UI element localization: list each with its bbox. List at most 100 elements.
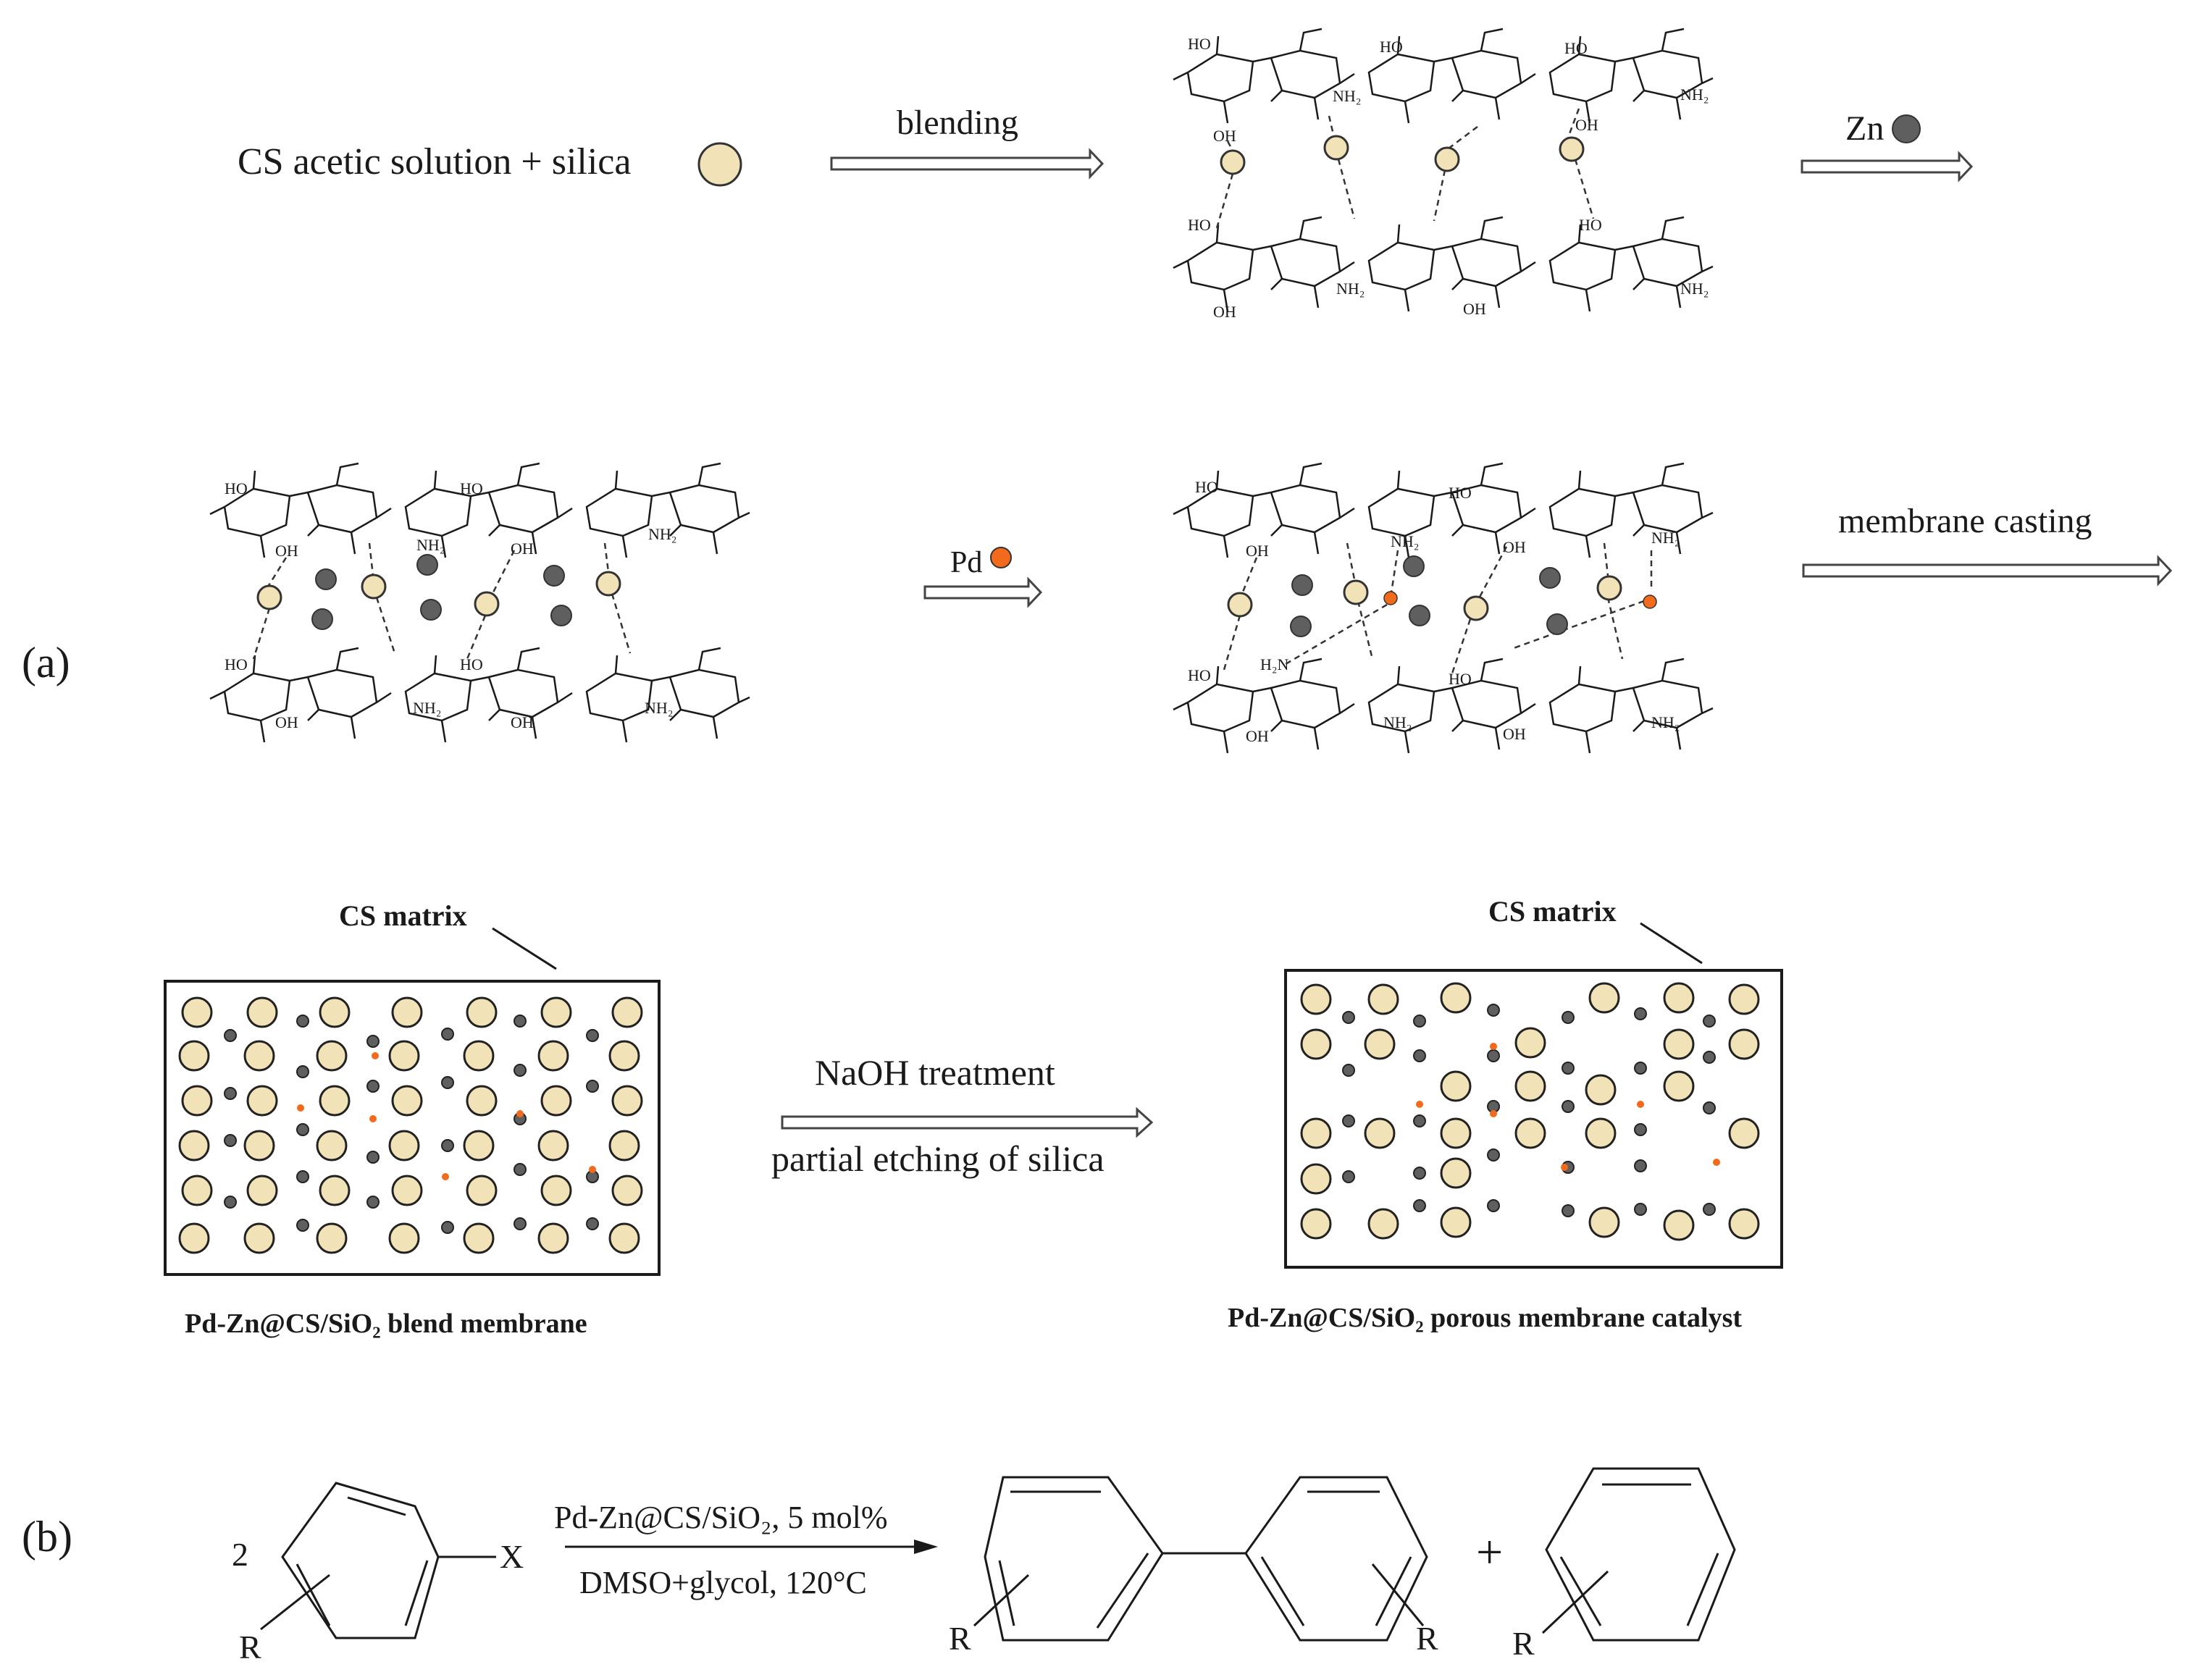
silica-particle [466, 1175, 498, 1206]
silica-particle [316, 1130, 348, 1162]
silica-particle-legend [697, 142, 742, 187]
palladium-particle [1490, 1043, 1497, 1050]
silica-particle [243, 1130, 275, 1162]
reaction-arrow [565, 1540, 938, 1554]
zinc-particle [1413, 1015, 1426, 1028]
palladium-particle [1713, 1159, 1720, 1166]
label-nh2: NH₂ [416, 536, 445, 554]
palladium-particle [1416, 1101, 1423, 1108]
biphenyl-product [973, 1476, 1428, 1642]
zinc-particle [1703, 1051, 1716, 1064]
zinc-particle [366, 1196, 380, 1209]
silica-particle [246, 1175, 278, 1206]
substituent-r-product-right: R [1416, 1620, 1438, 1657]
silica-particle [611, 996, 643, 1028]
substituent-r-product-left: R [949, 1620, 971, 1657]
label-oh: OH [1213, 127, 1236, 145]
silica-particle [1588, 1206, 1620, 1238]
label-nh2: NH₂ [1383, 713, 1412, 731]
zinc-particle [1342, 1170, 1355, 1183]
label-ho: HO [1380, 38, 1403, 56]
zinc-particle [1487, 1148, 1500, 1162]
zinc-particle [514, 1217, 527, 1230]
silica-particle [608, 1130, 640, 1162]
partial-etching-label: partial etching of silica [771, 1138, 1105, 1179]
label-oh: OH [1246, 542, 1269, 560]
silica-particle [537, 1222, 569, 1254]
silica-particle [1300, 1028, 1332, 1060]
zinc-particle [441, 1076, 454, 1089]
label-nh2: NH₂ [1651, 529, 1680, 547]
zinc-particle [296, 1065, 309, 1078]
zinc-particle [366, 1151, 380, 1164]
silica-particle [1364, 1028, 1396, 1060]
zinc-particle [1562, 1062, 1575, 1075]
zinc-particle [441, 1221, 454, 1234]
palladium-particle [1561, 1164, 1568, 1171]
arene-byproduct [1541, 1467, 1736, 1642]
zinc-particle [224, 1087, 237, 1100]
zinc-particle [1703, 1101, 1716, 1114]
panel-b-label: (b) [22, 1513, 72, 1561]
silica-particle [1367, 1208, 1399, 1240]
label-nh2: NH₂ [1336, 280, 1365, 298]
silica-particle [1440, 982, 1472, 1014]
zn-label: Zn [1845, 109, 1884, 148]
zinc-particle [441, 1028, 454, 1041]
label-ho: HO [225, 655, 248, 673]
label-oh: OH [1463, 300, 1486, 318]
zinc-particle [1634, 1123, 1647, 1136]
silica-particle [463, 1222, 495, 1254]
zinc-particle [224, 1196, 237, 1209]
zinc-particle [1562, 1011, 1575, 1024]
silica-particle [391, 1085, 423, 1117]
label-oh: OH [511, 713, 534, 731]
zinc-particle [586, 1029, 599, 1042]
zinc-particle [1487, 1049, 1500, 1062]
silica-particle [1514, 1027, 1546, 1059]
zinc-particle [1634, 1062, 1647, 1075]
silica-particle [181, 996, 213, 1028]
silica-particle [1440, 1206, 1472, 1238]
zinc-particle [1342, 1064, 1355, 1077]
palladium-particle [589, 1166, 596, 1173]
zinc-particle [586, 1217, 599, 1230]
label-ho: HO [1449, 484, 1472, 502]
silica-particle [391, 1175, 423, 1206]
zinc-particle [224, 1029, 237, 1042]
zinc-particle [1487, 1199, 1500, 1212]
zinc-particle [586, 1080, 599, 1093]
silica-particle [608, 1222, 640, 1254]
silica-particle [540, 1085, 572, 1117]
silica-particle [243, 1222, 275, 1254]
cs-matrix-pointer-right [1640, 922, 1703, 965]
zinc-particle [514, 1015, 527, 1028]
zinc-particle [1634, 1203, 1647, 1216]
silica-particle [319, 1085, 351, 1117]
pd-label: Pd [950, 546, 982, 579]
silica-particle [608, 1040, 640, 1072]
silica-particle [1300, 1208, 1332, 1240]
silica-particle [243, 1040, 275, 1072]
label-oh: OH [1246, 727, 1269, 745]
palladium-particle [516, 1110, 524, 1117]
chitosan-silica-zn-structure: HO HO OH OH NH₂ NH₂ HO HO OH OH NH₂ NH₂ [210, 463, 750, 742]
silica-particle [1514, 1070, 1546, 1102]
cs-matrix-pointer-left [492, 927, 557, 970]
silica-particle [611, 1085, 643, 1117]
silica-particle [391, 996, 423, 1028]
zinc-particle [296, 1219, 309, 1232]
silica-particle [316, 1040, 348, 1072]
panel-a-label: (a) [22, 639, 70, 686]
label-ho: HO [1564, 39, 1588, 57]
start-text: CS acetic solution + silica [238, 141, 631, 182]
zinc-particle [366, 1035, 380, 1048]
silica-particle [1440, 1157, 1472, 1189]
zinc-particle [296, 1170, 309, 1183]
pd-arrow [923, 576, 1043, 608]
porous-membrane-caption: Pd-Zn@CS/SiO₂ porous membrane catalyst [1228, 1303, 1742, 1333]
blend-membrane-caption: Pd-Zn@CS/SiO₂ blend membrane [185, 1309, 587, 1339]
zn-arrow [1801, 151, 1974, 182]
membrane-casting-arrow [1802, 555, 2173, 587]
